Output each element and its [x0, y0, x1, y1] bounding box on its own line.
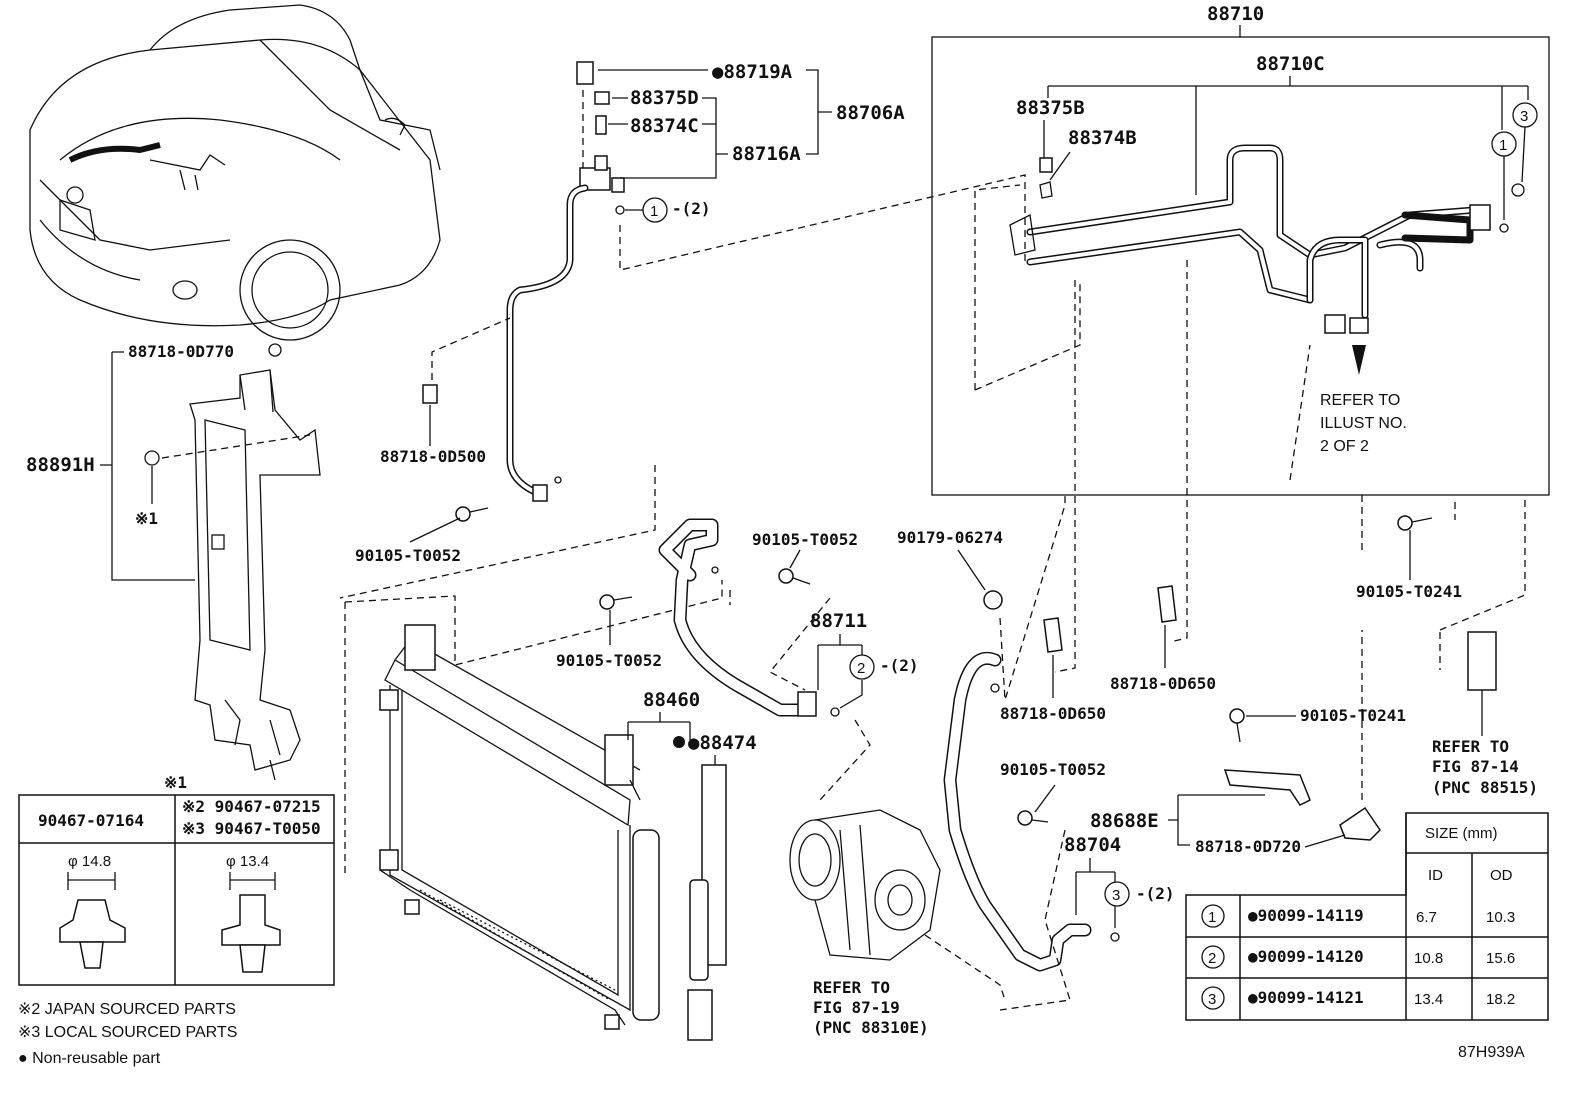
size-row-id: 6.7 [1416, 909, 1437, 926]
size-row-part: ●90099-14119 [1248, 906, 1364, 925]
label-90105-t0241-b: 90105-T0241 [1356, 582, 1462, 601]
label-88718-0d500: 88718-0D500 [380, 447, 486, 466]
refer-8719-text: REFER TO [813, 978, 890, 997]
clip-88718-0d720 [1339, 806, 1381, 841]
refer-illust-text: REFER TO [1320, 392, 1400, 409]
diagram-id: 87H939A [1458, 1044, 1525, 1061]
label-88718-0d650-b: 88718-0D650 [1110, 674, 1216, 693]
filter-dryer-88474 [687, 764, 727, 1041]
o-ring-1-top: 1 [650, 203, 658, 220]
refer-8719-text: FIG 87-19 [813, 998, 900, 1017]
clip-90467-07215-icon [221, 894, 281, 946]
size-row-od: 10.3 [1486, 909, 1515, 926]
o-ring-3: 3 [1112, 887, 1120, 904]
radiator-shroud-88891h [189, 369, 321, 771]
clip-90467-07164-icon [59, 899, 126, 943]
bracket-88688e [1223, 769, 1311, 806]
clip-table-mark: ※1 [164, 773, 187, 792]
label-88719a: ●88719A [712, 61, 793, 83]
size-row-id: 13.4 [1414, 991, 1443, 1008]
bolt-icon [1397, 515, 1433, 531]
label-88688e: 88688E [1090, 810, 1159, 832]
size-row-ref: 3 [1208, 991, 1216, 1008]
label-90179-06274: 90179-06274 [897, 528, 1003, 547]
label-88716a: 88716A [732, 143, 801, 165]
condenser-88460 [379, 624, 660, 1030]
bolt-icon [599, 594, 633, 610]
connector-88706a [576, 61, 625, 215]
note-non-reusable: ● Non-reusable part [18, 1050, 161, 1067]
vehicle-front-illustration [29, 4, 441, 341]
label-88474: ●88474 [688, 732, 757, 754]
refer-illust-text: ILLUST NO. [1320, 415, 1407, 432]
o-ring-2-qty: -(2) [880, 656, 919, 675]
pipe-assembly-88710c [1009, 144, 1525, 334]
bolt-icon [455, 506, 489, 522]
clip-table-dim1: φ 14.8 [68, 853, 111, 870]
label-88374c: 88374C [630, 115, 699, 137]
label-88375d: 88375D [630, 87, 699, 109]
note-x1-left: ※1 [135, 509, 158, 528]
label-88718-0d720: 88718-0D720 [1195, 837, 1301, 856]
label-90105-t0052-d: 90105-T0052 [1000, 760, 1106, 779]
o-ring-3-top: 3 [1520, 108, 1528, 125]
label-88718-0d770: 88718-0D770 [128, 342, 234, 361]
note-japan-sourced: ※2 JAPAN SOURCED PARTS [18, 1001, 236, 1018]
clip-table-dim2: φ 13.4 [226, 853, 269, 870]
clip-88718-0d650 [1043, 617, 1063, 653]
size-row-ref: 1 [1208, 909, 1216, 926]
refer-8714-text: REFER TO [1432, 737, 1509, 756]
label-88460: 88460 [643, 689, 700, 711]
bolt-icon [1017, 810, 1049, 826]
bolt-icon [778, 568, 811, 585]
o-ring-2: 2 [857, 660, 865, 677]
refer-arrow-icon [1352, 345, 1366, 375]
clip-icon [144, 450, 160, 466]
size-table-title: SIZE (mm) [1425, 825, 1498, 842]
label-88704: 88704 [1064, 834, 1121, 856]
size-table-col-od: OD [1490, 867, 1513, 884]
label-88710: 88710 [1207, 3, 1264, 25]
refer-illust-text: 2 OF 2 [1320, 438, 1369, 455]
label-90105-t0241-a: 90105-T0241 [1300, 706, 1406, 725]
size-row-od: 18.2 [1486, 991, 1515, 1008]
label-88374b: 88374B [1068, 127, 1137, 149]
o-ring-1-qty: -(2) [672, 199, 711, 218]
size-row-part: ●90099-14121 [1248, 988, 1364, 1007]
label-90105-t0052-b: 90105-T0052 [556, 651, 662, 670]
compressor [789, 809, 941, 961]
expansion-valve [1467, 631, 1497, 691]
refer-8719-text: (PNC 88310E) [813, 1018, 929, 1037]
nut-icon [983, 590, 1003, 610]
size-table-col-id: ID [1428, 867, 1443, 884]
label-88711: 88711 [810, 610, 867, 632]
clip-table-col2b: ※3 90467-T0050 [182, 819, 321, 838]
clip-table: ※1 90467-07164 ※2 90467-07215 ※3 90467-T… [18, 773, 335, 986]
label-88710c: 88710C [1256, 53, 1325, 75]
note-local-sourced: ※3 LOCAL SOURCED PARTS [18, 1024, 237, 1041]
clip-88718-0d650 [1157, 585, 1177, 623]
clip-table-col2a: ※2 90467-07215 [182, 797, 321, 816]
label-90105-t0052-a: 90105-T0052 [355, 546, 461, 565]
o-ring-1-right: 1 [1499, 137, 1507, 154]
o-ring-3-qty: -(2) [1136, 884, 1175, 903]
clip-88718-0d500 [422, 384, 438, 404]
label-90105-t0052-c: 90105-T0052 [752, 530, 858, 549]
label-88706a: 88706A [836, 102, 905, 124]
size-row-ref: 2 [1208, 950, 1216, 967]
refer-8714-text: FIG 87-14 [1432, 757, 1519, 776]
size-row-od: 15.6 [1486, 950, 1515, 967]
clip-table-col1: 90467-07164 [38, 811, 144, 830]
bolt-icon [1229, 708, 1245, 743]
o-ring-size-table: SIZE (mm) ID OD 1 ●90099-14119 6.7 10.3 … [1185, 812, 1549, 1021]
refer-8714-text: (PNC 88515) [1432, 778, 1538, 797]
label-88718-0d650-a: 88718-0D650 [1000, 704, 1106, 723]
size-row-part: ●90099-14120 [1248, 947, 1364, 966]
size-row-id: 10.8 [1414, 950, 1443, 967]
label-88375b: 88375B [1016, 97, 1085, 119]
label-88891h: 88891H [26, 454, 95, 476]
